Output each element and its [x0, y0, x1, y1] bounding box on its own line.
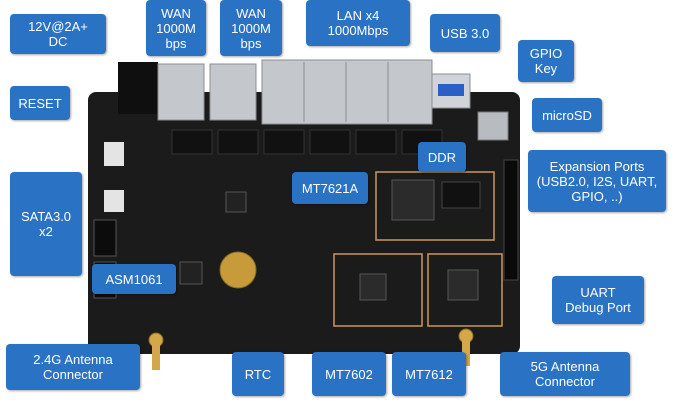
sata-label: SATA3.0 x2	[10, 172, 82, 276]
mt7612-area	[427, 253, 503, 327]
mt7621a-area	[375, 171, 495, 241]
microsd-slot	[477, 111, 509, 141]
mt7621a-label: MT7621A	[292, 172, 368, 204]
uart-label: UART Debug Port	[552, 276, 644, 324]
antenna-5g-label: 5G Antenna Connector	[500, 352, 630, 396]
rtc-battery	[219, 251, 257, 289]
expansion-header	[503, 159, 519, 281]
expansion-label: Expansion Ports (USB2.0, I2S, UART, GPIO…	[528, 150, 666, 212]
microsd-label: microSD	[532, 98, 602, 132]
reset-label: RESET	[10, 86, 70, 120]
dc-jack	[118, 62, 158, 114]
gpio-key-label: GPIO Key	[518, 40, 574, 82]
wan-port-1	[157, 63, 205, 121]
pcb-board	[88, 92, 520, 354]
mt7602-area	[333, 253, 423, 327]
mt7602-label: MT7602	[312, 352, 386, 396]
asm1061-label: ASM1061	[92, 264, 176, 294]
ddr-label: DDR	[418, 142, 466, 172]
rtc-label: RTC	[232, 352, 284, 396]
power-label: 12V@2A+ DC	[10, 14, 106, 54]
lan-label: LAN x4 1000Mbps	[306, 0, 410, 46]
antenna-24g-label: 2.4G Antenna Connector	[6, 344, 140, 390]
usb3-label: USB 3.0	[430, 14, 500, 52]
sata-connector-1	[93, 219, 117, 257]
wan-port-2	[209, 63, 257, 121]
mt7612-label: MT7612	[392, 352, 466, 396]
lan-port-block	[261, 59, 433, 125]
wan1-label: WAN 1000M bps	[146, 0, 206, 56]
wan2-label: WAN 1000M bps	[220, 0, 282, 56]
